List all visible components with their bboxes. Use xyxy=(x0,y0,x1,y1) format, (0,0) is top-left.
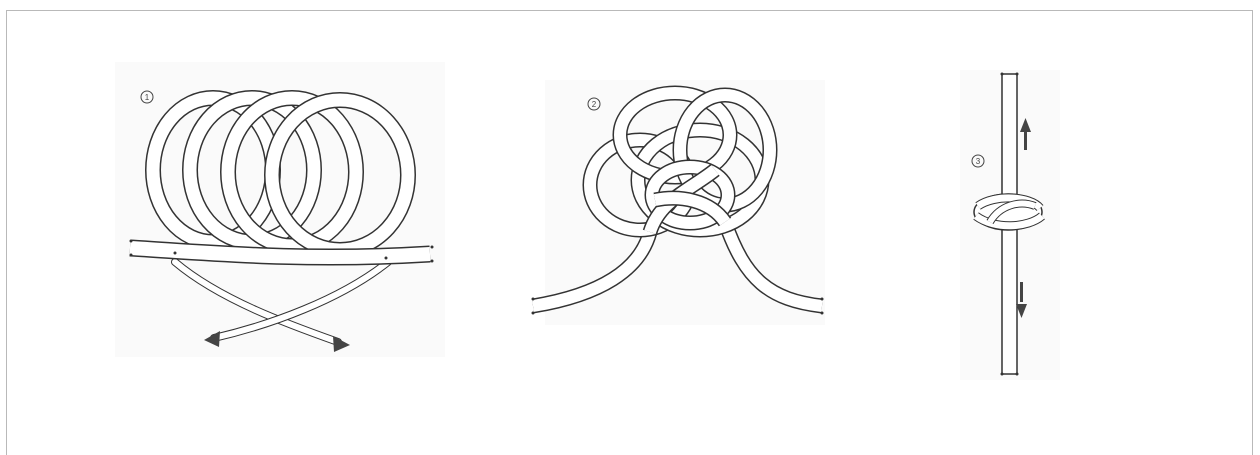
svg-text:3: 3 xyxy=(976,157,981,166)
svg-text:2: 2 xyxy=(592,100,597,109)
step-1-panel: 1 xyxy=(110,60,450,360)
step-3-knot xyxy=(974,194,1042,230)
step-3-panel: 3 xyxy=(955,65,1065,383)
step-2-panel: 2 xyxy=(520,72,830,330)
svg-text:1: 1 xyxy=(145,93,150,102)
